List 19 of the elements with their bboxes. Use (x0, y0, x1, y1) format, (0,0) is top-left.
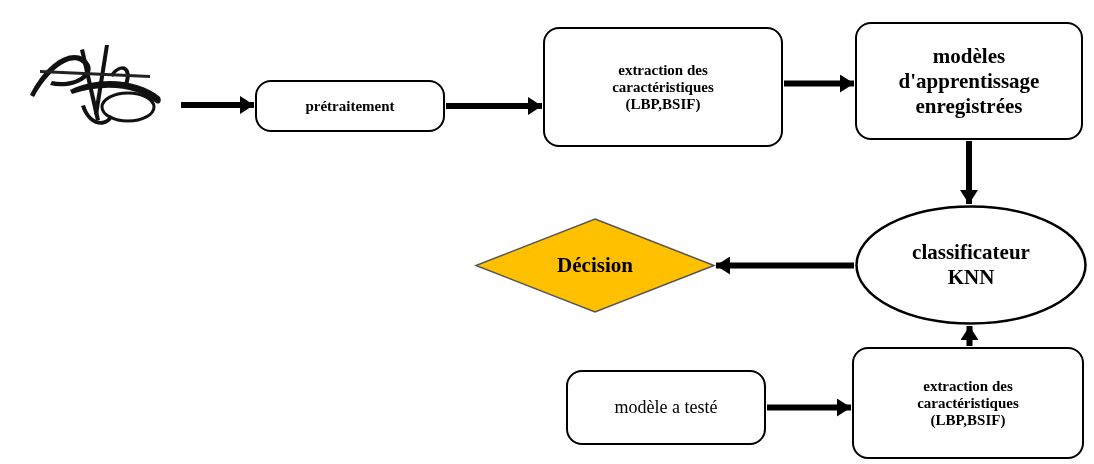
node-label: Décision (557, 253, 633, 278)
process-box (855, 22, 1083, 140)
process-box (255, 80, 445, 132)
node-label: prétraitement (305, 97, 395, 115)
decision-diamond (475, 218, 715, 313)
arrow (767, 398, 851, 417)
node-label: extraction des caractéristiques (LBP,BSIF) (611, 61, 715, 113)
process-box (543, 27, 783, 147)
node-label: extraction des caractéristiques (LBP,BSIF) (916, 377, 1020, 429)
process-box (566, 370, 766, 445)
node-label: classificateur KNN (911, 240, 1031, 290)
node-label: modèle a testé (614, 397, 718, 418)
classifier-ellipse (855, 205, 1087, 325)
arrow (181, 96, 254, 114)
arrow (784, 74, 854, 93)
arrow (716, 256, 854, 275)
process-box (852, 347, 1084, 459)
node-label: modèles d'apprentissage enregistrées (897, 43, 1041, 119)
arrow (446, 97, 542, 115)
